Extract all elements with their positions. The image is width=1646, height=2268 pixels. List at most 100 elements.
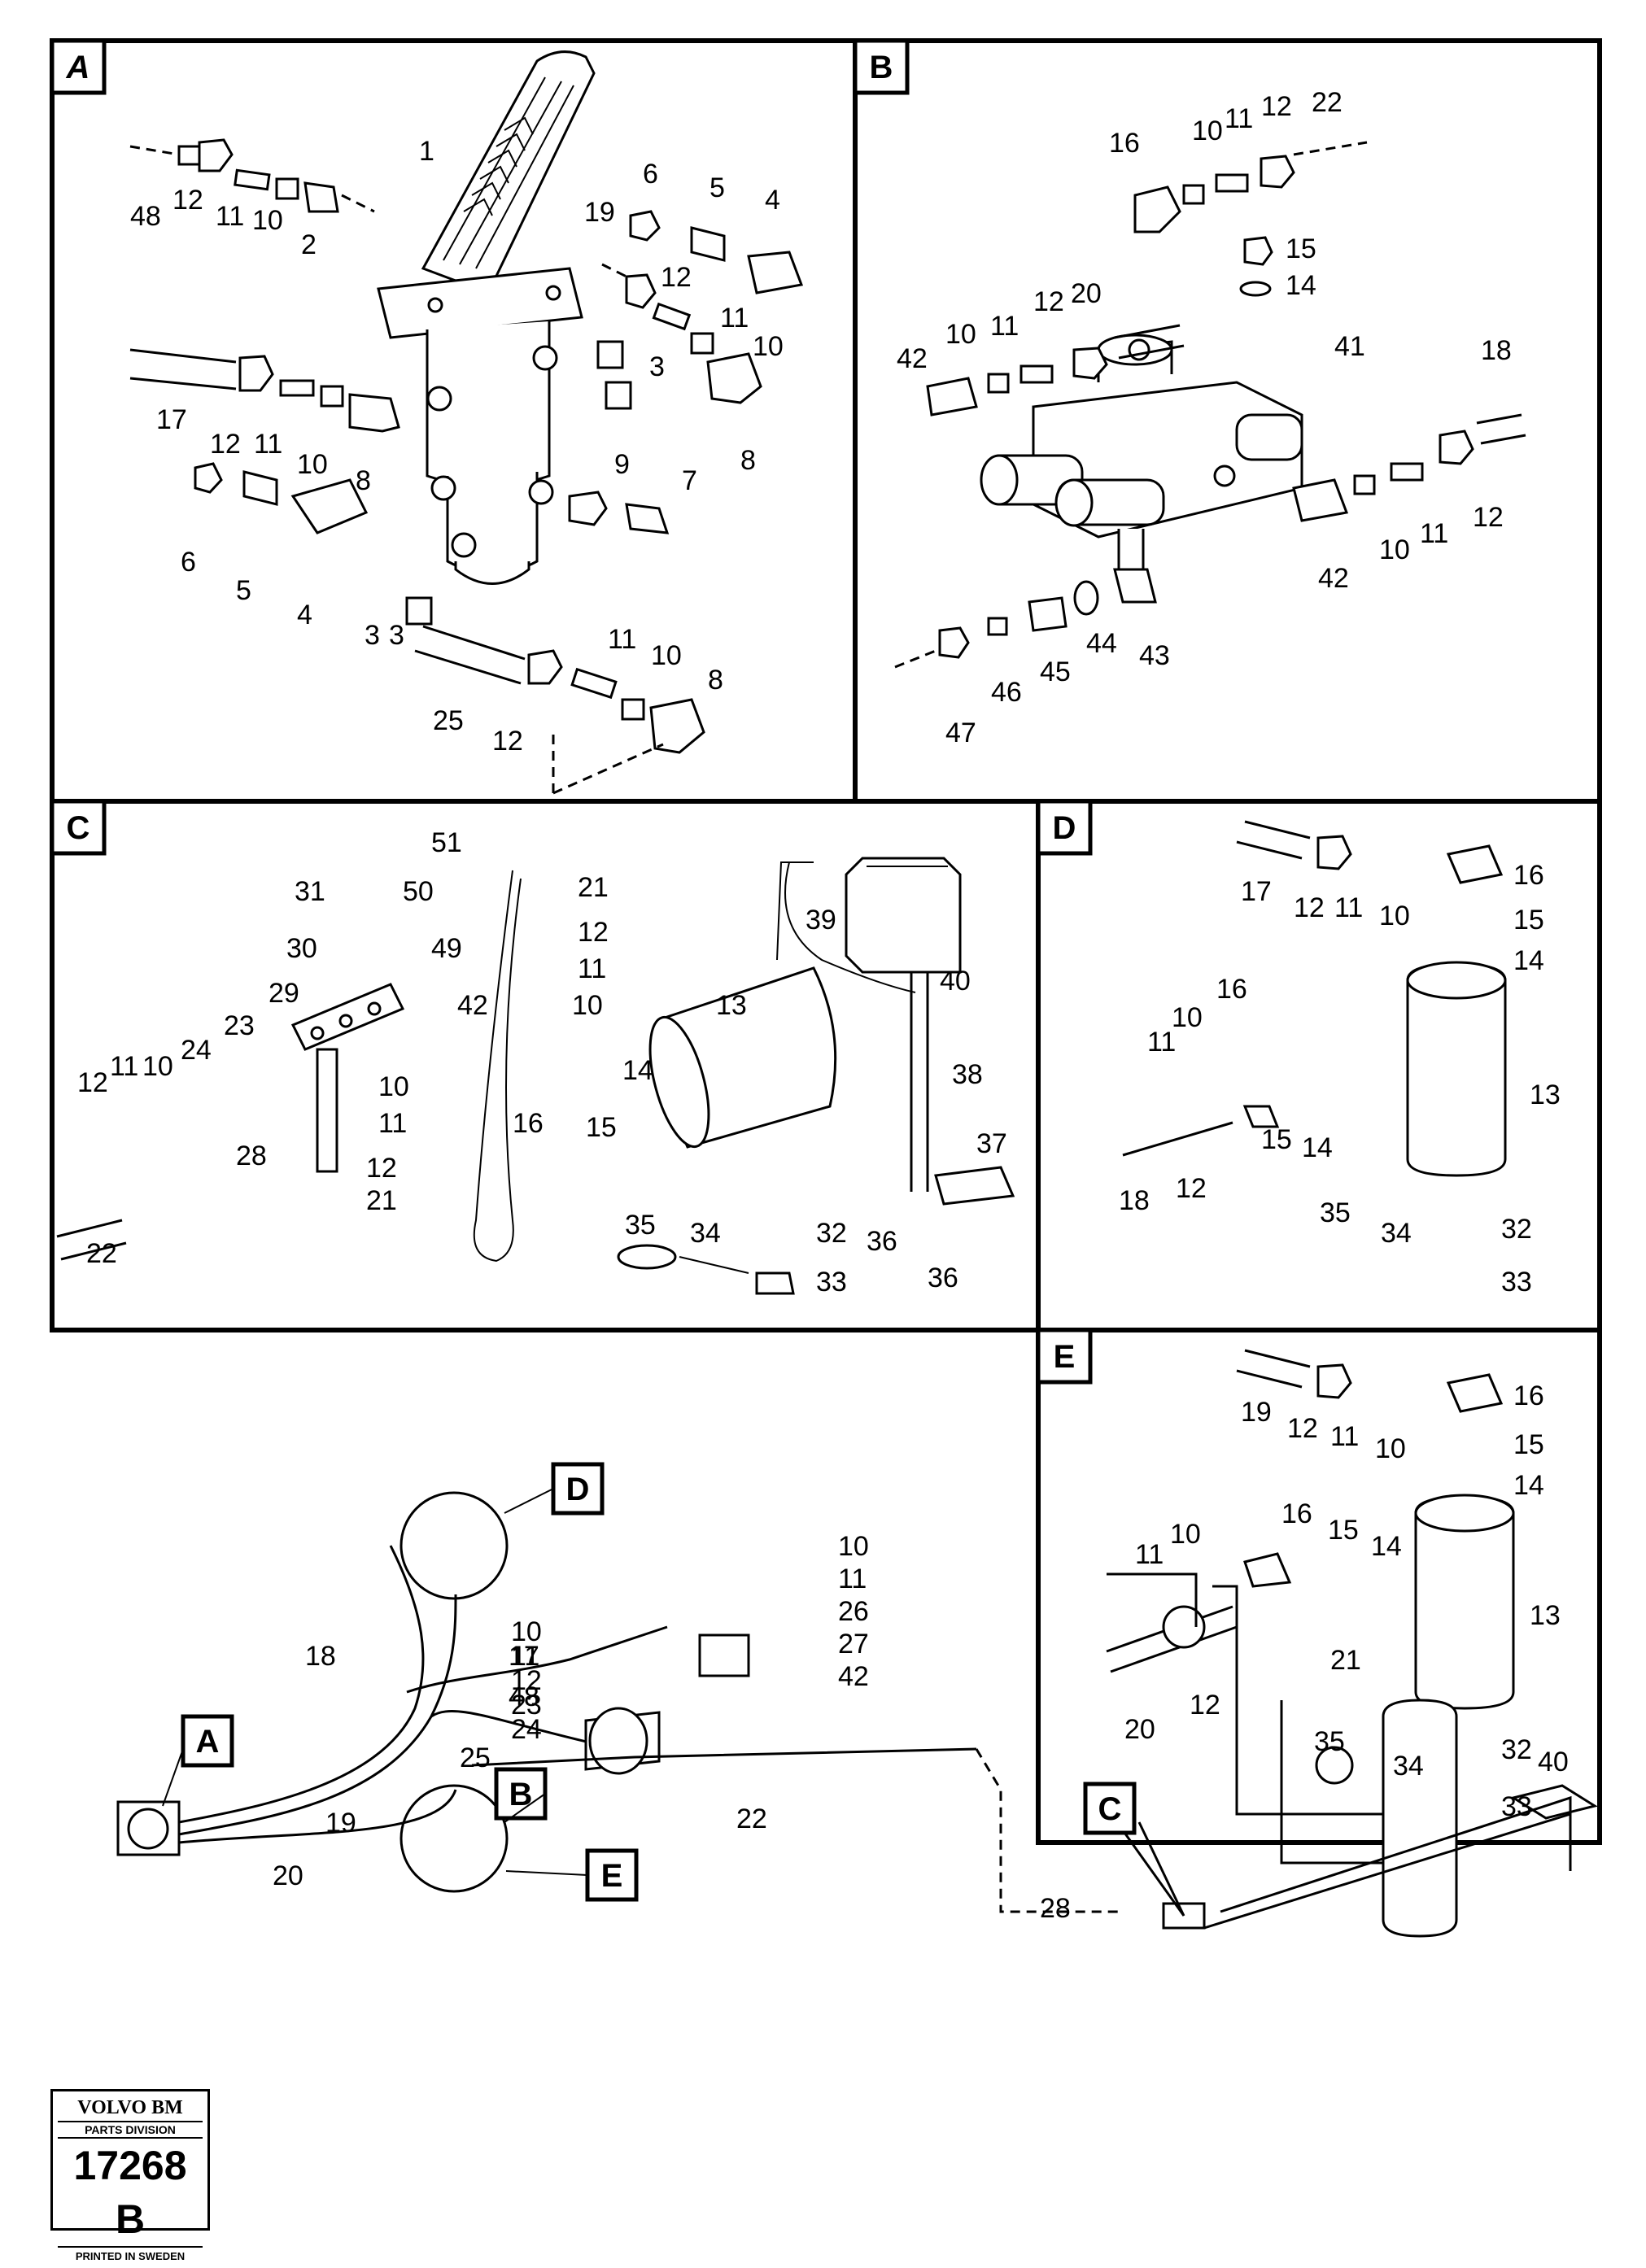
callout: 15 [1513, 1429, 1544, 1460]
callout: 10 [1192, 116, 1223, 146]
overview-stack2-item: 23 [511, 1690, 542, 1721]
callout: 49 [431, 933, 462, 964]
callout: 15 [586, 1112, 617, 1143]
callout: 12 [1261, 91, 1292, 122]
callout: 14 [622, 1055, 653, 1086]
drawing-number: 17268 B [58, 2139, 203, 2248]
callout: 35 [1314, 1726, 1345, 1757]
callout: 11 [378, 1108, 407, 1139]
callout: 11 [1330, 1421, 1359, 1452]
callout: 10 [1375, 1433, 1406, 1464]
svg-text:C: C [1098, 1791, 1122, 1827]
pedal-valve-assembly [377, 50, 596, 585]
callout: 15 [1513, 905, 1544, 936]
callout: 40 [940, 966, 971, 997]
callout: 3 [365, 620, 380, 651]
callout: 14 [1513, 945, 1544, 976]
callout: 15 [1261, 1124, 1292, 1155]
panel-tag-c: C [50, 799, 107, 856]
svg-text:A: A [66, 50, 90, 85]
callout: 21 [366, 1185, 397, 1216]
callout: 10 [252, 205, 283, 236]
overview-callout: 20 [273, 1860, 303, 1891]
callouts-panel-c: 51 50 31 30 49 29 42 21 12 11 10 23 24 1… [77, 827, 1007, 1298]
callout: 34 [690, 1218, 721, 1249]
callout: 22 [86, 1238, 117, 1269]
callout: 23 [224, 1010, 255, 1041]
callout: 33 [816, 1267, 847, 1298]
callout: 16 [1281, 1498, 1312, 1529]
callout: 16 [1513, 860, 1544, 891]
overview-stack1-item: 26 [838, 1596, 869, 1627]
callout: 11 [1420, 518, 1448, 549]
callout: 39 [806, 905, 836, 936]
callout: 20 [1124, 1714, 1155, 1745]
callout: 5 [709, 172, 725, 203]
panel-b-valve [894, 141, 1526, 669]
callout: 51 [431, 827, 462, 858]
overview-stack1-item: 42 [838, 1661, 869, 1692]
svg-text:D: D [1053, 810, 1076, 846]
panel-tag-e: E [1036, 1328, 1093, 1385]
overview-callout: 28 [1040, 1893, 1071, 1924]
logo-division: PARTS DIVISION [58, 2122, 203, 2139]
callout: 12 [1033, 286, 1064, 317]
callout: 3 [649, 351, 665, 382]
overview-tag-a: A [181, 1714, 234, 1768]
callout: 20 [1071, 278, 1102, 309]
callout: 31 [295, 876, 325, 907]
callout: 3 [389, 620, 404, 651]
callout: 12 [1294, 892, 1325, 923]
logo-brand: VOLVO BM [58, 2095, 203, 2122]
overview-tag-e: E [585, 1848, 639, 1902]
overview-stack2-item: 12 [511, 1665, 542, 1696]
callout: 13 [1530, 1079, 1561, 1110]
callout: 1 [419, 136, 434, 167]
callout: 15 [1286, 233, 1316, 264]
callout: 32 [1501, 1214, 1532, 1245]
callout: 18 [1481, 335, 1512, 366]
svg-text:E: E [601, 1858, 623, 1894]
callout: 12 [210, 429, 241, 460]
callout: 11 [720, 303, 749, 334]
overview-stack1-item: 11 [838, 1564, 867, 1594]
callout: 36 [928, 1263, 958, 1293]
callout: 14 [1513, 1470, 1544, 1501]
callout: 10 [1172, 1002, 1203, 1033]
callout: 36 [867, 1226, 897, 1257]
overview-stack2-item: 10 [511, 1616, 542, 1647]
callout: 11 [1135, 1539, 1164, 1570]
callout: 24 [181, 1035, 212, 1066]
callout: 16 [513, 1108, 544, 1139]
overview-callout: 19 [325, 1808, 356, 1838]
callout: 17 [156, 404, 187, 435]
callout: 8 [740, 445, 756, 476]
callout: 12 [1287, 1413, 1318, 1444]
overview-stack2-item: 24 [511, 1714, 542, 1745]
callout: 16 [1216, 974, 1247, 1005]
callouts-panel-d: 17 12 11 10 16 15 14 11 10 16 13 15 14 1… [1119, 860, 1561, 1298]
callout: 44 [1086, 628, 1117, 659]
callout: 11 [254, 429, 282, 460]
callout: 12 [1190, 1690, 1220, 1721]
callout: 12 [366, 1153, 397, 1184]
callout: 16 [1513, 1380, 1544, 1411]
callout: 47 [945, 717, 976, 748]
callout: 13 [716, 990, 747, 1021]
svg-text:D: D [566, 1472, 590, 1507]
callout: 8 [356, 465, 371, 496]
callout: 2 [301, 229, 317, 260]
callout: 10 [297, 449, 328, 480]
callout: 14 [1302, 1132, 1333, 1163]
callout: 22 [1312, 87, 1343, 118]
callout: 10 [1379, 534, 1410, 565]
overview-stack1-item: 10 [838, 1531, 869, 1562]
callout: 10 [1170, 1519, 1201, 1550]
callout: 35 [1320, 1197, 1351, 1228]
callout: 11 [990, 311, 1019, 342]
callout: 4 [297, 600, 312, 630]
callout: 12 [77, 1067, 108, 1098]
callout: 12 [492, 726, 523, 757]
panel-tag-b: B [853, 38, 910, 95]
printed-in: PRINTED IN SWEDEN [75, 2250, 186, 2262]
